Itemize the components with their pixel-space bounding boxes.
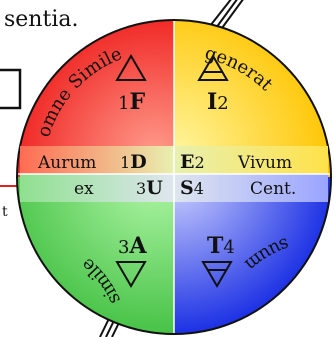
quadrant-blue: [174, 177, 330, 333]
earth-triangle-icon: [201, 261, 233, 288]
quadrant-letter-fire: 1F: [118, 89, 145, 115]
page-box-fragment: [0, 68, 22, 110]
quadrant-green: [18, 177, 174, 333]
center-word-cent: Cent.: [250, 179, 296, 199]
quadrant-yellow: [174, 21, 330, 177]
quadrant-letter-water: 3A: [118, 233, 147, 259]
center-word-aurum: Aurum: [37, 153, 96, 173]
center-code-bottom-right: S4: [180, 177, 204, 199]
center-code-bottom-left: 3U: [136, 177, 163, 199]
quadrant-red: [18, 21, 174, 177]
page-hatching-top: [209, 0, 244, 29]
page-header-text: sentia.: [4, 7, 78, 32]
quadrant-letter-air: I2: [207, 89, 229, 115]
air-triangle-icon: [197, 54, 229, 81]
center-code-top-left: 1D: [120, 151, 147, 173]
center-word-vivum: Vivum: [237, 153, 292, 173]
quadrant-letter-earth: T4: [207, 233, 235, 259]
page-side-text: t: [2, 204, 8, 220]
center-word-ex: ex: [74, 179, 94, 199]
center-code-top-right: E2: [180, 151, 205, 173]
water-triangle-icon: [115, 261, 147, 288]
fire-triangle-icon: [115, 54, 147, 81]
